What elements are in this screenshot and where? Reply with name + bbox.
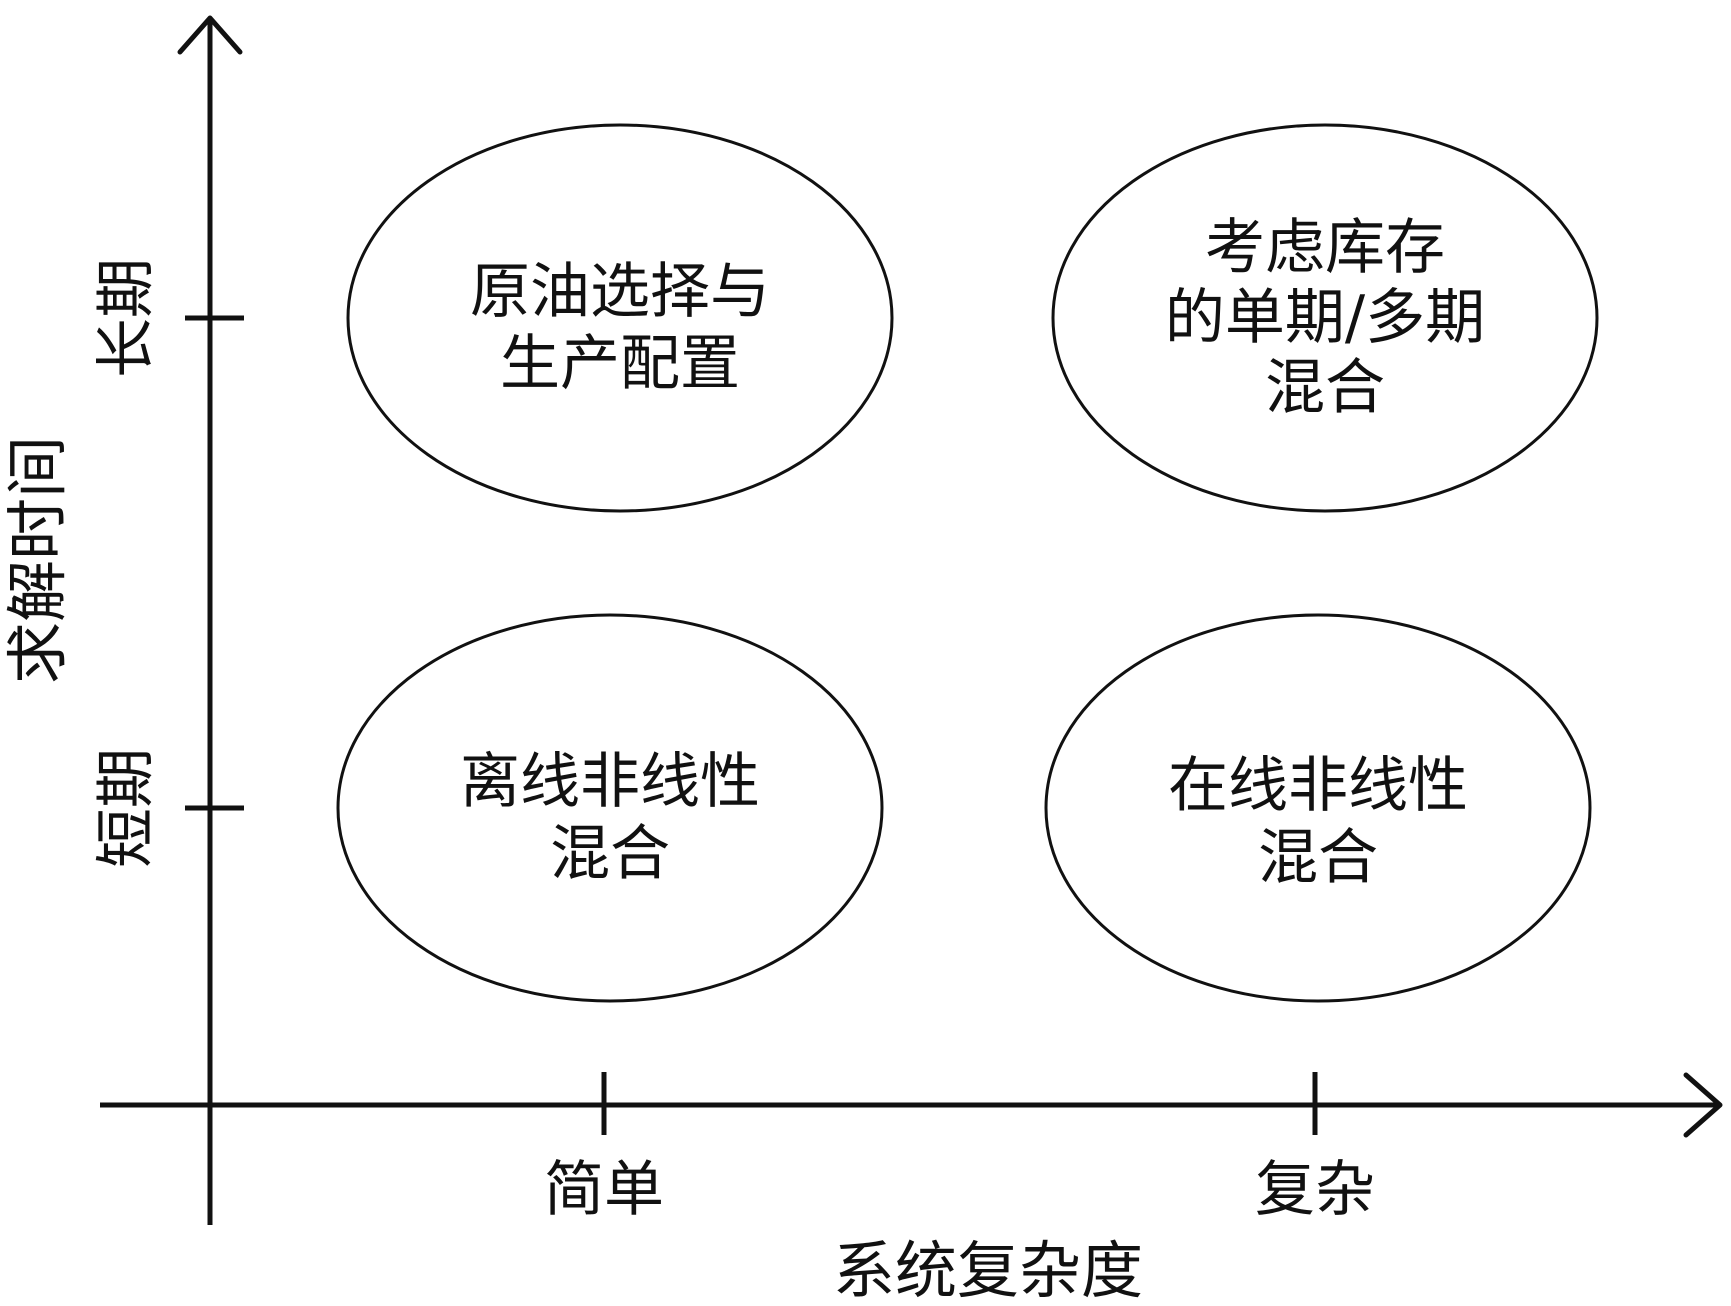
y-axis-arrowhead (177, 15, 243, 55)
quadrant-top-right-line-1: 考虑库存 (1205, 213, 1445, 283)
x-tick-label-simple: 简单 (544, 1155, 664, 1225)
y-tick-label-long: 长期 (92, 258, 162, 378)
quadrant-top-right-line-3: 混合 (1265, 353, 1385, 423)
ellipse-top-right (1051, 123, 1599, 513)
quadrant-top-left-line-2: 生产配置 (500, 329, 740, 399)
y-axis-title: 求解时间 (1, 436, 74, 684)
ellipse-top-left (346, 123, 894, 513)
x-axis-arrowhead (1683, 1072, 1723, 1138)
x-axis-title: 系统复杂度 (833, 1234, 1143, 1306)
y-tick-label-short: 短期 (92, 748, 162, 868)
quadrant-bottom-left-line-1: 离线非线性 (460, 747, 760, 817)
quadrant-bottom-right-line-2: 混合 (1258, 823, 1378, 893)
quadrant-top-left-line-1: 原油选择与 (470, 257, 770, 327)
quadrant-bottom-left-line-2: 混合 (550, 819, 670, 889)
quadrant-top-right-line-2: 的单期/多期 (1165, 283, 1485, 353)
ellipse-bottom-left (336, 613, 884, 1003)
ellipse-bottom-right (1044, 613, 1592, 1003)
quadrant-bottom-right-line-1: 在线非线性 (1168, 751, 1468, 821)
x-tick-label-complex: 复杂 (1255, 1155, 1375, 1225)
